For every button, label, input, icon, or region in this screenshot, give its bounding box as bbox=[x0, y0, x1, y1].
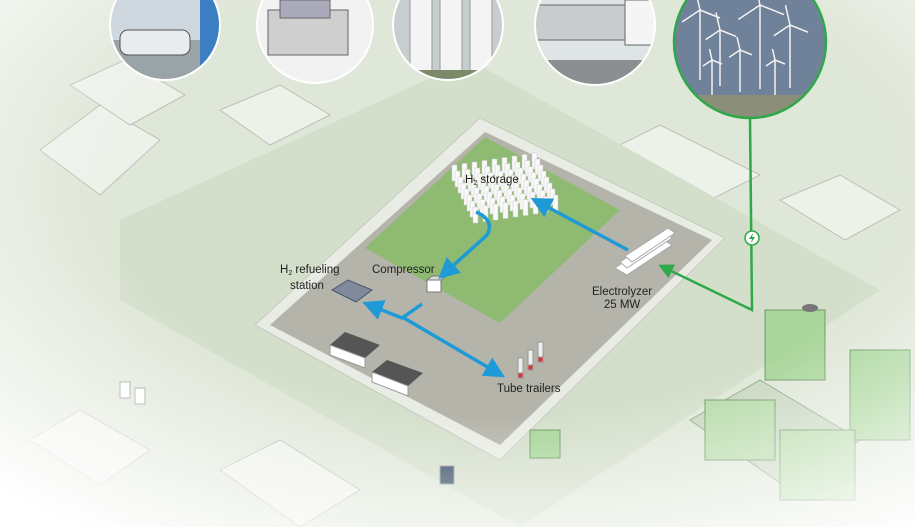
label-compressor: Compressor bbox=[372, 264, 435, 276]
wind-turbine bbox=[773, 5, 809, 88]
wind-turbine bbox=[765, 48, 786, 95]
photo-tube-trailer-truck bbox=[534, 0, 656, 86]
wind-turbine bbox=[737, 0, 785, 89]
wind-turbine bbox=[702, 48, 723, 95]
label-tube-trailers: Tube trailers bbox=[497, 383, 561, 395]
photo-compressor bbox=[256, 0, 374, 84]
wind-turbine bbox=[705, 12, 737, 86]
label-h2-storage: H2 storage bbox=[465, 174, 519, 187]
photo-storage-tanks bbox=[392, 0, 504, 81]
wind-turbine bbox=[681, 0, 721, 80]
photo-fuel-cell-car bbox=[109, 0, 221, 81]
wind-turbine bbox=[728, 36, 753, 92]
